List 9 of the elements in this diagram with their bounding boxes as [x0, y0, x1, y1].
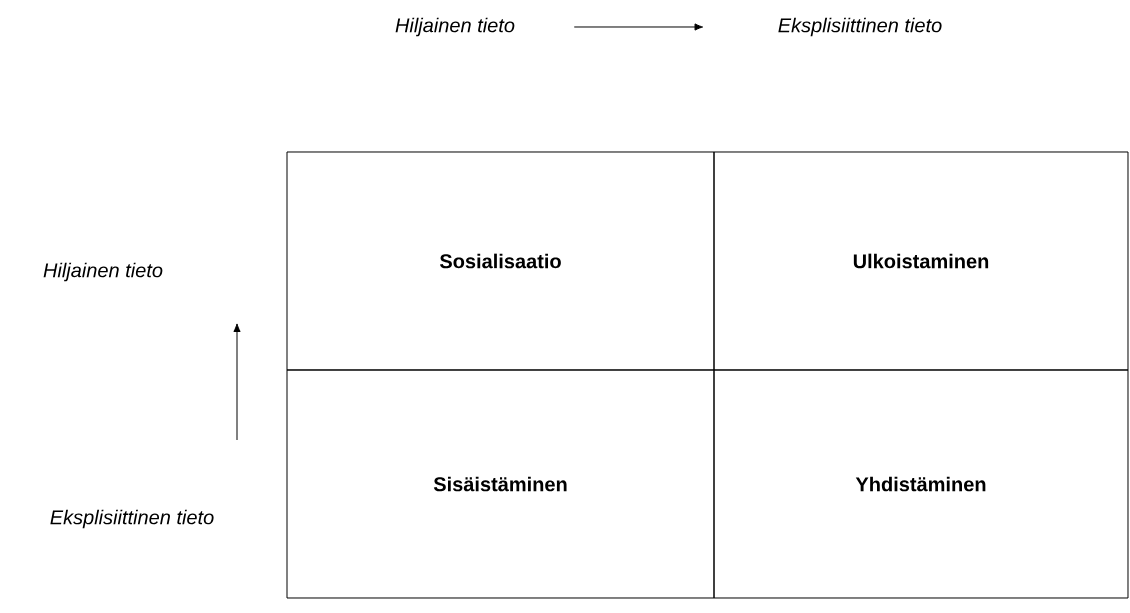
- matrix-cell: Yhdistäminen: [713, 369, 1129, 599]
- axis-label: Eksplisiittinen tieto: [778, 17, 942, 37]
- axis-label: Hiljainen tieto: [395, 17, 515, 37]
- arrow: [573, 23, 704, 31]
- matrix-cell: Sosialisaatio: [286, 151, 715, 371]
- axis-label: Hiljainen tieto: [43, 262, 163, 282]
- matrix-cell: Sisäistäminen: [286, 369, 715, 599]
- axis-label: Eksplisiittinen tieto: [50, 509, 214, 529]
- matrix-cell: Ulkoistaminen: [713, 151, 1129, 371]
